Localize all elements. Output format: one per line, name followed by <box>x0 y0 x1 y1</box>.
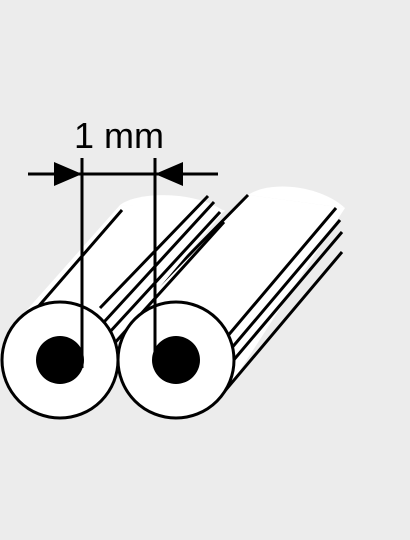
arrowhead-left <box>54 162 82 186</box>
arrowhead-right <box>155 162 183 186</box>
wire-left-core <box>36 336 84 384</box>
dimension-label: 1 mm <box>74 115 164 156</box>
wire-right-core <box>152 336 200 384</box>
wire-left-end <box>0 300 120 420</box>
wire-right-end <box>116 300 236 420</box>
